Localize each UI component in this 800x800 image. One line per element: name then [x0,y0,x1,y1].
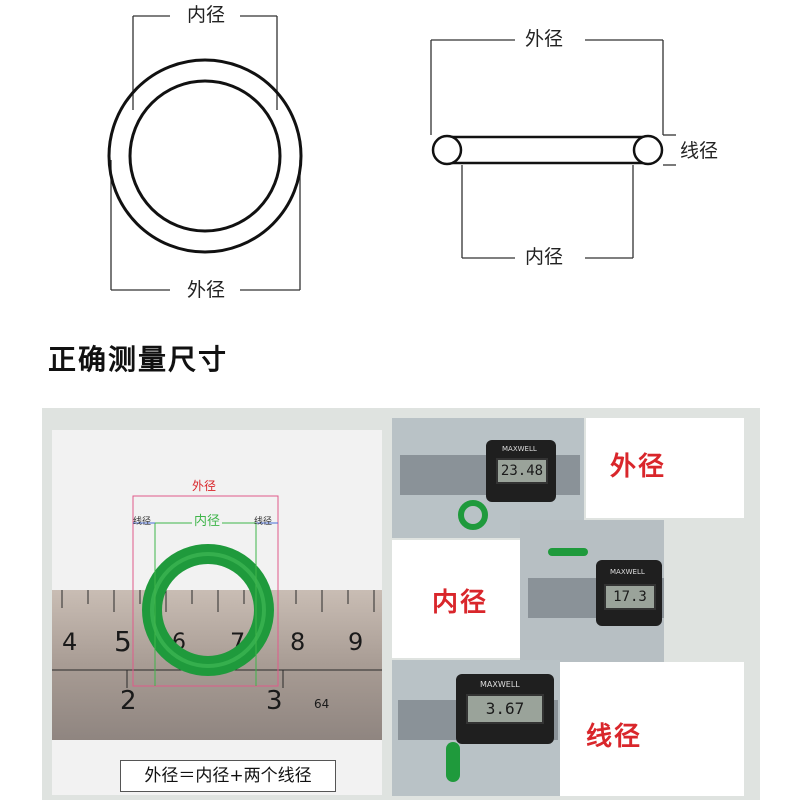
ruler-top-number-9: 9 [348,628,364,656]
caliper-inner-display: 17.3 [604,584,656,610]
right-wire-diameter-label: 线径 [676,140,723,162]
left-outer-diameter-label: 外径 [183,279,230,301]
photo-wire-left-label: 线径 [133,517,152,527]
ruler-top-number-5: 5 [114,625,132,658]
caliper-outer-label: 外径 [610,452,667,482]
photo-wire-right-label: 线径 [254,517,273,527]
right-outer-diameter-label: 外径 [521,28,568,50]
ring-side-diagram [430,39,676,259]
green-ring [142,544,274,676]
ruler-top-number-4: 4 [62,628,78,656]
caliper-inner-brand: MAXWELL [610,568,645,576]
caliper-wire-display: 3.67 [466,694,544,724]
ring-front-diagram [107,15,303,291]
caliper-outer-green-ring [458,500,488,530]
outer-label-box [586,418,744,518]
caliper-wire-label: 线径 [586,722,643,752]
caliper-wire-green-ring [446,742,460,782]
ruler-bottom-number-64: 64 [314,697,330,711]
wire-label-box [560,662,744,796]
photo-outer-diameter-label: 外径 [190,477,219,494]
right-inner-diameter-label: 内径 [521,246,568,268]
photo-inner-diameter-label: 内径 [192,510,223,529]
inner-label-box [392,540,520,658]
caliper-inner-label: 内径 [432,588,489,618]
left-inner-diameter-label: 内径 [183,4,230,26]
diameter-formula: 外径＝内径+两个线径 [120,760,336,792]
ruler-bottom-number-3: 3 [266,686,283,716]
caliper-outer-brand: MAXWELL [502,445,537,453]
page-heading: 正确测量尺寸 [48,343,229,376]
ring-measurement-guides [132,495,279,687]
ruler-bottom-number-2: 2 [120,686,137,716]
caliper-outer-display: 23.48 [496,458,548,484]
caliper-wire-brand: MAXWELL [480,680,520,689]
caliper-inner-green-ring [548,548,588,556]
ruler-top-number-8: 8 [290,628,306,656]
